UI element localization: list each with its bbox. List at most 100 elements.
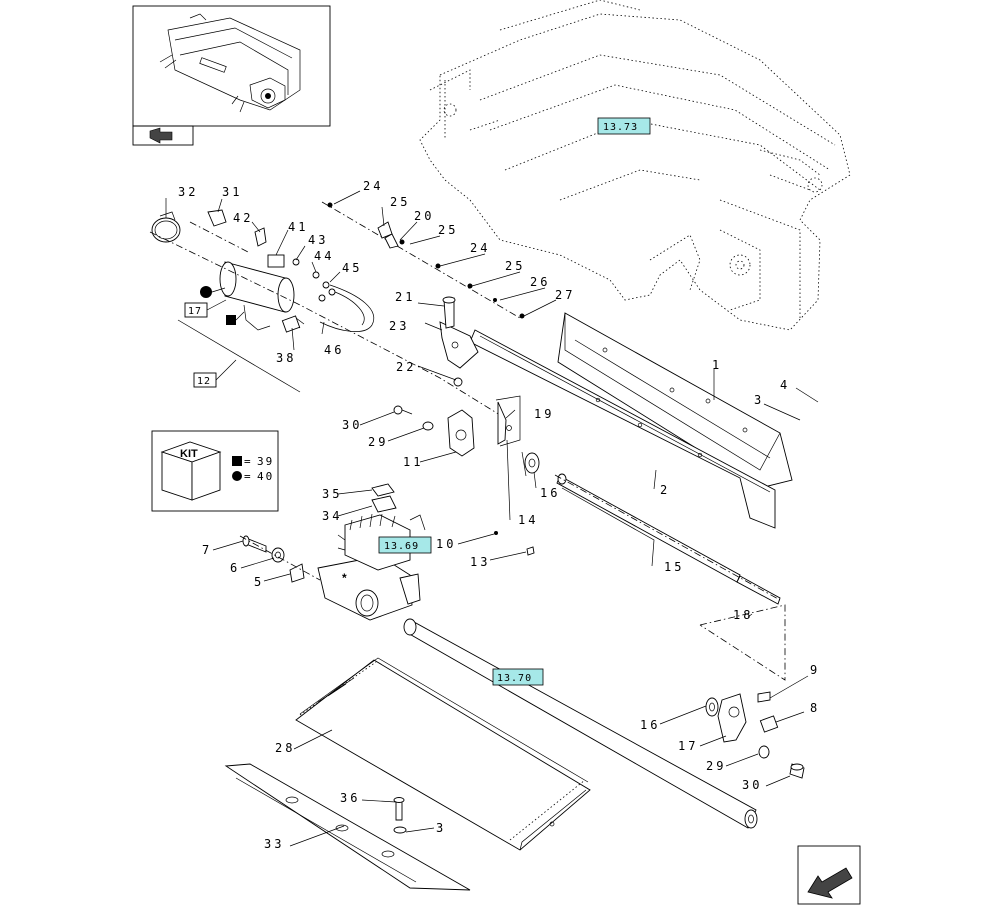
callout-46: 46 [324,343,344,357]
clamp-32 [151,217,181,243]
lower-bearing-assembly [705,691,805,779]
leader-lines [165,190,819,847]
kit-square-symbol [232,456,242,466]
callout-19: 19 [534,407,554,421]
callout-32: 32 [178,185,198,199]
bracket-part-11 [393,405,475,457]
kit-legend: KIT = 39 = 40 [151,430,279,512]
callout-31: 31 [222,185,242,199]
callout-13: 13 [470,555,490,569]
kit-item-40: 40 [257,470,274,483]
kit-item-39: 39 [257,455,274,468]
callout-1: 1 [712,358,722,372]
main-frame-assembly [419,0,851,331]
callout-36: 36 [340,791,360,805]
callout-6: 6 [230,561,240,575]
nut-43 [292,258,300,266]
callout-17: 17 [678,739,698,753]
gearbox-assembly: * [239,483,426,621]
callout-26: 26 [530,275,550,289]
svg-text:17: 17 [188,306,202,317]
boxed-label-12: 12 [177,319,301,393]
callout-4: 4 [780,378,790,392]
top-fastener-row [321,201,525,319]
callout-16-lower: 16 [640,718,660,732]
svg-text:12: 12 [197,376,211,387]
callout-30-left: 30 [342,418,362,432]
callout-25-b: 25 [438,223,458,237]
small-parts-10-13 [494,531,535,556]
callout-25-c: 25 [505,259,525,273]
next-page-arrow-icon[interactable] [797,845,861,905]
bracket-42 [254,227,267,247]
thumbnail-inset[interactable] [132,5,331,146]
callout-24-top: 24 [363,179,383,193]
callout-45: 45 [342,261,362,275]
callout-23: 23 [389,319,409,333]
callout-3-upper: 3 [754,393,764,407]
callout-14: 14 [518,513,538,527]
callout-8: 8 [810,701,820,715]
kit-title: KIT [180,448,198,460]
callout-33: 33 [264,837,284,851]
heater-assembly [149,209,501,416]
callout-43: 43 [308,233,328,247]
thumbnail-frame [132,5,331,127]
reference-13-69[interactable]: 13.69 [378,536,432,554]
terminal-45a [322,281,330,289]
kit-circle-marker [200,286,212,298]
reference-13-69-label: 13.69 [384,541,419,552]
strip-part-33 [224,763,471,891]
reference-13-73-label: 13.73 [603,122,638,133]
shaft-part-15 [554,473,781,605]
bracket-part-19 [495,395,521,447]
tray-part-28 [295,657,591,851]
callout-29-left: 29 [368,435,388,449]
callout-3-lower: 3 [436,821,446,835]
svg-text:=: = [244,455,253,468]
shaft-projection [699,604,786,681]
kit-circle-symbol [232,471,242,481]
callout-7: 7 [202,543,212,557]
previous-page-arrow-icon[interactable] [149,127,173,144]
callout-16-upper: 16 [540,486,560,500]
channel-part-1 [557,312,793,489]
callout-15: 15 [664,560,684,574]
svg-text:=: = [244,470,253,483]
callout-5: 5 [254,575,264,589]
callout-29-right: 29 [706,759,726,773]
bracket-31 [207,209,227,227]
callout-42: 42 [233,211,253,225]
thumbnail-nav-tab [132,125,194,146]
callout-25-a: 25 [390,195,410,209]
callout-27: 27 [555,288,575,302]
boxed-label-17: 17 [184,299,227,318]
callout-labels: 32 31 42 41 43 44 45 46 38 24 25 20 25 2… [178,179,820,851]
callout-44: 44 [314,249,334,263]
callout-34: 34 [322,509,342,523]
thumbnail-machine-image [159,13,301,113]
callout-28: 28 [275,741,295,755]
reference-13-70[interactable]: 13.70 [492,668,544,686]
callout-22: 22 [396,360,416,374]
bracket-assembly-21 [424,296,479,387]
kit-box-icon [160,441,222,501]
callout-24-mid: 24 [470,241,490,255]
kit-square-marker [226,315,236,325]
terminal-45b [328,288,336,296]
callout-30-right: 30 [742,778,762,792]
callout-18: 18 [733,608,753,622]
callout-20: 20 [414,209,434,223]
callout-38: 38 [276,351,296,365]
callout-10: 10 [436,537,456,551]
svg-text:*: * [342,571,347,585]
screw-44 [312,271,320,279]
sprocket-16-upper [521,451,540,477]
reference-13-70-label: 13.70 [497,673,532,684]
callout-9: 9 [810,663,820,677]
callout-35: 35 [322,487,342,501]
switch-41 [267,254,285,268]
reference-13-73[interactable]: 13.73 [597,117,651,135]
